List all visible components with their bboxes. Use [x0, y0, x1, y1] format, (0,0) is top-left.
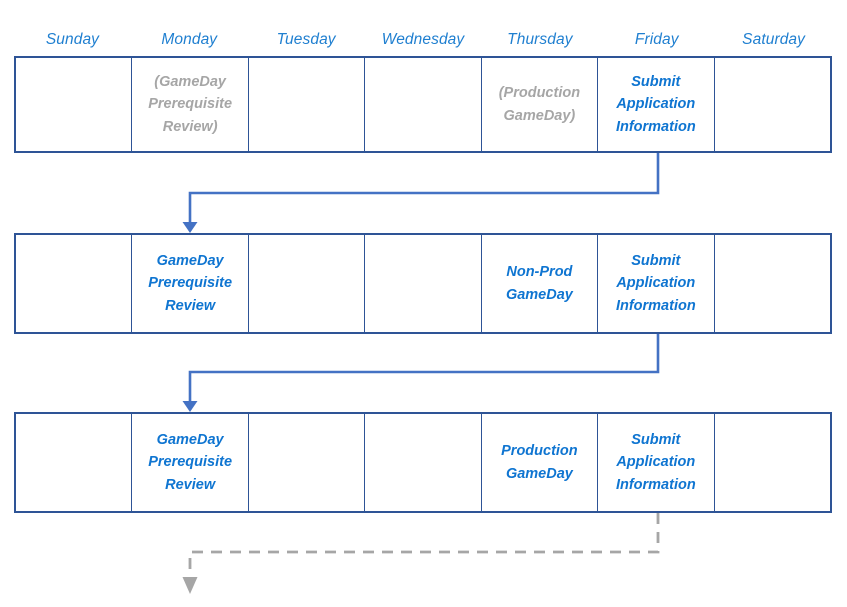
cell-week1-friday[interactable]: Submit Application Information — [598, 58, 715, 151]
cell-week3-tuesday[interactable] — [249, 414, 366, 511]
cell-week2-thursday-text: Non-Prod GameDay — [505, 264, 573, 303]
arrowhead-week1-to-week2-icon — [182, 222, 198, 233]
cell-week2-saturday[interactable] — [715, 235, 830, 332]
cell-week1-wednesday[interactable] — [365, 58, 482, 151]
cell-week3-friday[interactable]: Submit Application Information — [598, 414, 715, 511]
cell-week1-friday-text: Submit Application Information — [615, 74, 696, 135]
cell-week2-sunday[interactable] — [16, 235, 133, 332]
connector-week3-to-next — [182, 513, 660, 594]
day-header-row: Sunday Monday Tuesday Wednesday Thursday… — [14, 26, 832, 54]
day-header-wednesday: Wednesday — [381, 31, 465, 48]
arrowhead-week3-to-next-icon — [182, 577, 198, 594]
cell-week2-monday[interactable]: GameDay Prerequisite Review — [132, 235, 249, 332]
cell-week3-thursday-text: Production GameDay — [501, 443, 578, 482]
cell-week2-thursday[interactable]: Non-Prod GameDay — [482, 235, 599, 332]
cell-week1-monday-text: (GameDay Prerequisite Review) — [148, 74, 233, 135]
day-header-friday: Friday — [634, 31, 679, 48]
day-header-tuesday: Tuesday — [276, 31, 336, 48]
week-row-3: GameDay Prerequisite Review Production G… — [14, 412, 832, 513]
cell-week3-monday[interactable]: GameDay Prerequisite Review — [132, 414, 249, 511]
cell-week2-friday-text: Submit Application Information — [615, 253, 696, 314]
cell-week1-sunday[interactable] — [16, 58, 133, 151]
cell-week2-wednesday[interactable] — [365, 235, 482, 332]
cell-week1-monday[interactable]: (GameDay Prerequisite Review) — [132, 58, 249, 151]
connector-week2-to-week3 — [182, 334, 660, 412]
cell-week1-tuesday[interactable] — [249, 58, 366, 151]
cell-week3-sunday[interactable] — [16, 414, 133, 511]
day-header-monday: Monday — [161, 31, 218, 48]
cell-week3-friday-text: Submit Application Information — [615, 432, 696, 493]
connector-week1-to-week2 — [182, 153, 660, 233]
cell-week2-monday-text: GameDay Prerequisite Review — [148, 253, 233, 314]
cell-week1-thursday-text: (Production GameDay) — [498, 85, 581, 124]
day-header-saturday: Saturday — [742, 31, 805, 48]
cell-week2-tuesday[interactable] — [249, 235, 366, 332]
cell-week3-wednesday[interactable] — [365, 414, 482, 511]
arrowhead-week2-to-week3-icon — [182, 401, 198, 412]
cell-week1-thursday[interactable]: (Production GameDay) — [482, 58, 599, 151]
day-header-sunday: Sunday — [45, 31, 100, 48]
cell-week3-thursday[interactable]: Production GameDay — [482, 414, 599, 511]
cell-week1-saturday[interactable] — [715, 58, 830, 151]
day-header-thursday: Thursday — [507, 31, 573, 48]
week-row-1: (GameDay Prerequisite Review) (Productio… — [14, 56, 832, 153]
cell-week2-friday[interactable]: Submit Application Information — [598, 235, 715, 332]
week-row-2: GameDay Prerequisite Review Non-Prod Gam… — [14, 233, 832, 334]
cell-week3-monday-text: GameDay Prerequisite Review — [148, 432, 233, 493]
cell-week3-saturday[interactable] — [715, 414, 830, 511]
